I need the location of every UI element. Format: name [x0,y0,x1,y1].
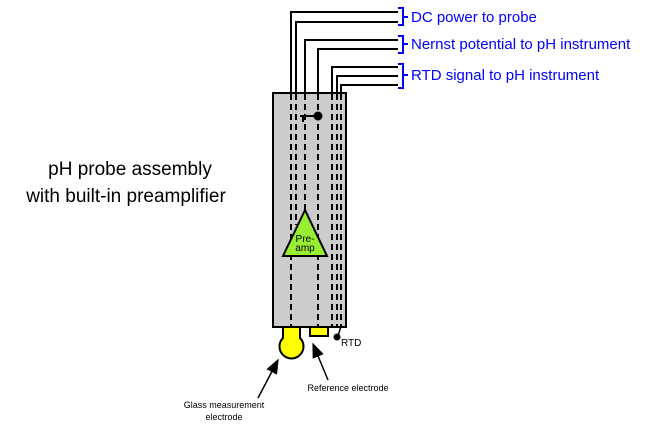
preamp-label-2: amp [295,243,315,254]
ground-junction [300,111,323,122]
probe-body [272,92,347,328]
title: pH probe assembly with built-in preampli… [25,159,226,207]
glass-electrode [278,326,305,360]
title-line-2: with built-in preamplifier [25,186,226,207]
signal-rtd: RTD signal to pH instrument [411,67,600,84]
rtd-label: RTD [341,338,361,349]
reference-electrode [309,326,329,337]
preamp: Pre- amp [281,207,329,257]
signal-brackets [398,7,408,89]
preamp-label-1: Pre- [296,234,315,245]
internal-wires [290,94,342,326]
cable-wires [290,11,398,93]
title-line-1: pH probe assembly [48,159,212,180]
callouts [257,342,329,399]
signal-nernst: Nernst potential to pH instrument [411,36,631,53]
signal-dc-power: DC power to probe [411,9,537,26]
rtd-sensor: RTD [333,325,361,349]
glass-label-2: electrode [205,412,242,422]
glass-label-1: Glass measurement [184,400,265,410]
reference-label: Reference electrode [307,383,388,393]
